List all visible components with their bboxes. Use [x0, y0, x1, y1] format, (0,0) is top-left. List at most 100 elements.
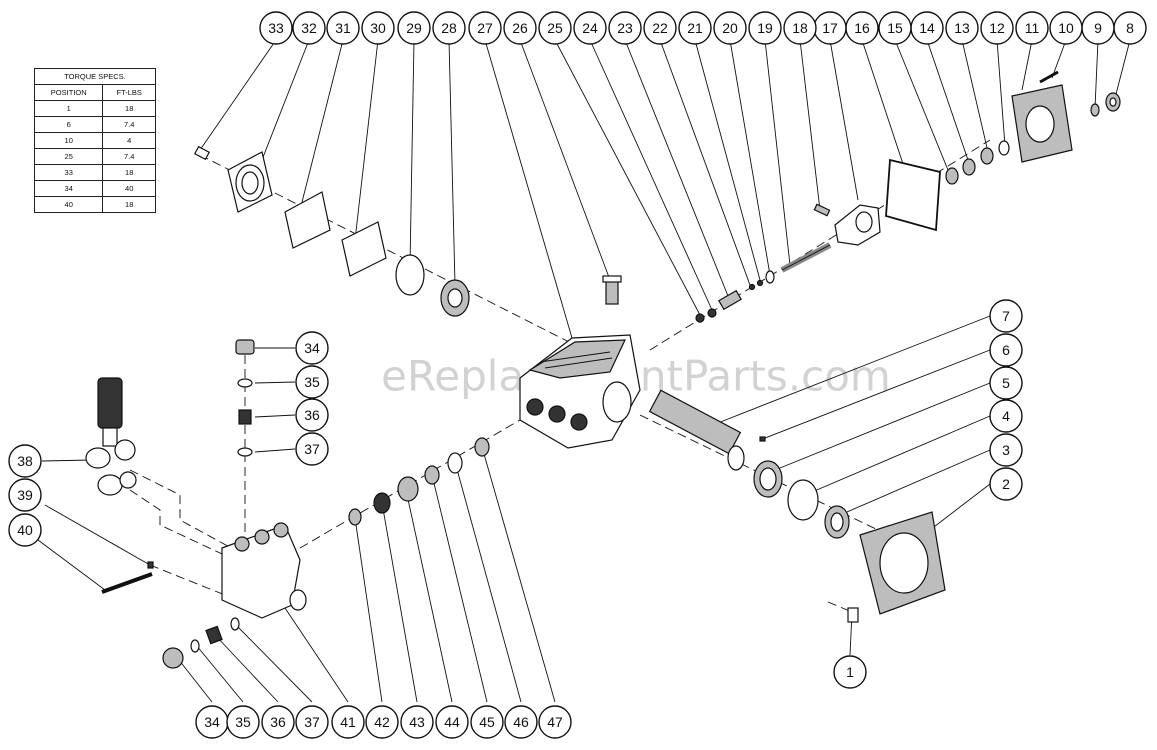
callout-30: 30 — [361, 11, 395, 45]
callout-number: 7 — [1002, 308, 1010, 324]
callout-20: 20 — [713, 11, 747, 45]
callout-circle — [989, 467, 1023, 501]
callout-24: 24 — [573, 11, 607, 45]
torque-position: 40 — [33, 196, 104, 213]
callout-28: 28 — [432, 11, 466, 45]
callout-number: 22 — [652, 20, 668, 36]
callout-circle — [503, 11, 537, 45]
torque-value: 18 — [102, 100, 156, 117]
gasket-icon — [341, 221, 387, 277]
callout-44: 44 — [435, 705, 469, 739]
callout-number: 38 — [17, 453, 33, 469]
callout-number: 40 — [17, 522, 33, 538]
callout-circle — [878, 11, 912, 45]
callout-34: 34 — [295, 331, 329, 365]
callout-34: 34 — [195, 705, 229, 739]
bearing-icon — [753, 460, 783, 498]
seal-icon — [748, 283, 756, 291]
part-callouts: 1234567891011121314151617181920212223242… — [8, 11, 1147, 739]
callout-number: 2 — [1002, 476, 1010, 492]
callout-21: 21 — [678, 11, 712, 45]
unloader-valve-icon — [85, 377, 137, 496]
callout-circle — [989, 366, 1023, 400]
seal-icon — [348, 508, 362, 526]
connecting-rod-icon — [834, 204, 881, 246]
callout-25: 25 — [538, 11, 572, 45]
torque-position: 1 — [33, 100, 104, 117]
callout-circle — [1015, 11, 1049, 45]
callout-number: 24 — [582, 20, 598, 36]
callout-36: 36 — [261, 705, 295, 739]
valve-icon — [238, 409, 252, 425]
torque-header-position: POSITION — [33, 84, 104, 101]
o-ring-icon — [787, 479, 819, 521]
plunger-icon — [780, 242, 832, 273]
o-ring-icon — [237, 447, 253, 457]
callout-number: 1 — [846, 664, 854, 680]
plug-icon — [1105, 92, 1121, 112]
callout-circle — [295, 331, 329, 365]
parts — [85, 70, 1121, 669]
seal-icon — [1090, 103, 1100, 117]
callout-2: 2 — [989, 467, 1023, 501]
callout-number: 39 — [17, 487, 33, 503]
callout-circle — [748, 11, 782, 45]
callout-circle — [259, 11, 293, 45]
callout-number: 37 — [304, 714, 320, 730]
callout-circle — [468, 11, 502, 45]
callout-33: 33 — [259, 11, 293, 45]
callout-39: 39 — [8, 478, 42, 512]
callout-14: 14 — [910, 11, 944, 45]
bolt-icon — [194, 145, 210, 161]
callout-circle — [435, 705, 469, 739]
callout-circle — [226, 705, 260, 739]
callout-22: 22 — [643, 11, 677, 45]
pin-icon — [147, 561, 154, 569]
callout-number: 45 — [479, 714, 495, 730]
callout-23: 23 — [608, 11, 642, 45]
callout-7: 7 — [989, 299, 1023, 333]
callout-number: 11 — [1025, 20, 1040, 36]
callout-45: 45 — [470, 705, 504, 739]
callout-19: 19 — [748, 11, 782, 45]
callout-number: 36 — [304, 407, 320, 423]
plug-icon — [235, 339, 255, 355]
callout-number: 5 — [1002, 375, 1010, 391]
crankshaft-icon — [648, 389, 745, 471]
callout-number: 44 — [444, 714, 460, 730]
pin-icon — [813, 203, 831, 217]
cover-icon — [1011, 84, 1073, 163]
callout-number: 17 — [822, 20, 838, 36]
callout-number: 36 — [270, 714, 286, 730]
callout-number: 35 — [304, 374, 320, 390]
torque-position: 34 — [33, 180, 104, 197]
callout-number: 41 — [340, 714, 356, 730]
gasket-icon — [885, 158, 941, 232]
callout-number: 27 — [477, 20, 493, 36]
torque-table-title: TORQUE SPECS. — [34, 68, 156, 85]
callout-29: 29 — [397, 11, 431, 45]
callout-26: 26 — [503, 11, 537, 45]
callout-circle — [292, 11, 326, 45]
callout-number: 30 — [370, 20, 386, 36]
callout-circle — [361, 11, 395, 45]
callout-number: 29 — [406, 20, 422, 36]
callout-4: 4 — [989, 399, 1023, 433]
callout-circle — [538, 11, 572, 45]
callout-35: 35 — [226, 705, 260, 739]
callout-number: 23 — [617, 20, 633, 36]
breather-plug-icon — [602, 275, 622, 305]
seal-icon — [962, 158, 976, 176]
callout-number: 18 — [792, 20, 808, 36]
callout-circle — [713, 11, 747, 45]
torque-position: 6 — [33, 116, 104, 133]
callout-number: 21 — [687, 20, 703, 36]
seal-icon — [695, 313, 705, 323]
callout-circle — [678, 11, 712, 45]
